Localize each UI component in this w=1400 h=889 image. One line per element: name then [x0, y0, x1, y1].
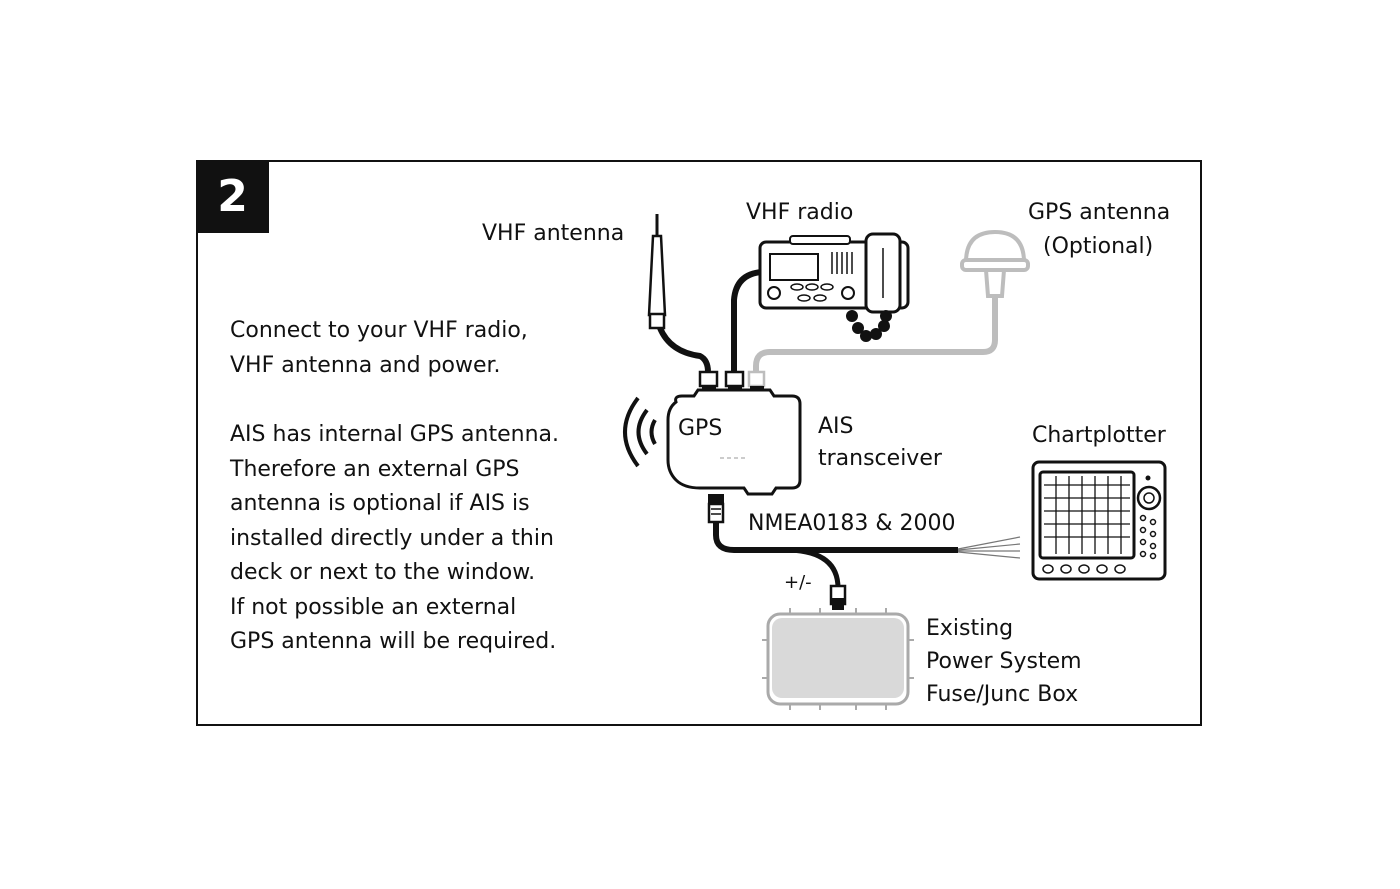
instruction-paragraph-connect: Connect to your VHF radio, VHF antenna a… [230, 314, 528, 383]
instruction-line: installed directly under a thin [230, 525, 554, 551]
vhf-radio-cable [731, 269, 763, 374]
gps-antenna-optional-label: (Optional) [1043, 234, 1154, 259]
instruction-line: Therefore an external GPS [230, 456, 520, 482]
gps-antenna-cable [753, 296, 998, 374]
gps-antenna-label: GPS antenna [1028, 200, 1171, 225]
vhf-antenna-cable [657, 326, 711, 373]
gps-antenna-icon [960, 229, 1030, 298]
instruction-line: If not possible an external [230, 594, 517, 620]
chartplotter-icon [1031, 460, 1167, 581]
ais-transceiver-icon [666, 388, 802, 496]
ais-bottom-connector [707, 494, 725, 524]
gps-unit-label: GPS [678, 416, 723, 441]
transceiver-label: transceiver [818, 446, 942, 471]
power-polarity-label: +/- [784, 572, 812, 593]
vhf-antenna-label: VHF antenna [482, 221, 625, 246]
power-system-label-line1: Existing [926, 616, 1014, 641]
instruction-line: AIS has internal GPS antenna. [230, 422, 560, 447]
vhf-radio-icon [758, 232, 910, 342]
power-connector-icon [829, 584, 847, 610]
power-system-label-line3: Fuse/Junc Box [926, 682, 1079, 707]
ais-label: AIS [818, 414, 854, 439]
vhf-radio-label: VHF radio [746, 200, 854, 225]
instruction-line: GPS antenna will be required. [230, 629, 557, 654]
instruction-paragraph-gps: AIS has internal GPS antenna. Therefore … [230, 418, 559, 660]
power-cable [789, 547, 841, 589]
fuse-box-icon [762, 608, 914, 710]
instruction-line: VHF antenna and power. [230, 352, 501, 378]
nmea-wire-ends [957, 536, 1021, 559]
vhf-antenna-icon [647, 214, 667, 330]
instruction-line: antenna is optional if AIS is [230, 491, 530, 516]
chartplotter-label: Chartplotter [1032, 423, 1166, 448]
instruction-line: deck or next to the window. [230, 560, 536, 585]
wireless-signal-icon [623, 396, 657, 468]
instruction-line: Connect to your VHF radio, [230, 318, 528, 343]
nmea-cable [713, 520, 958, 553]
step-number-badge: 2 [196, 160, 269, 233]
power-system-label-line2: Power System [926, 649, 1082, 674]
nmea-label: NMEA0183 & 2000 [748, 511, 956, 536]
